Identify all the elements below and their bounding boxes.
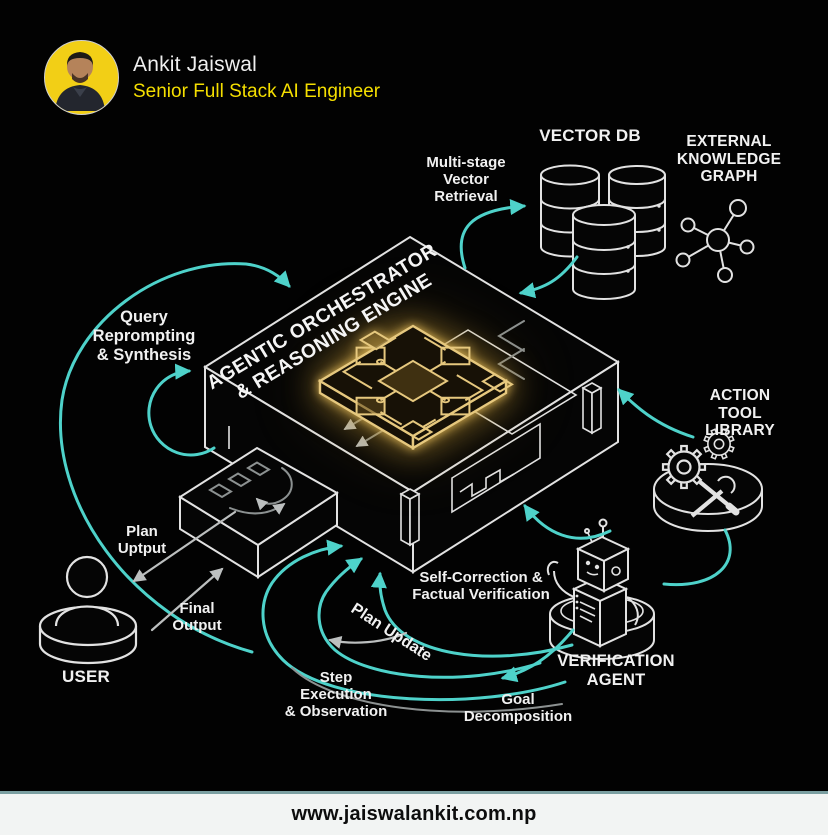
step-execution-label: Step Execution & Observation [284,669,388,721]
multi-stage-label: Multi-stage Vector Retrieval [426,154,506,206]
verification-agent-label: VERIFICATION AGENT [557,652,675,689]
plan-uptput-label: Plan Uptput [117,523,167,558]
arrow-self-correction [370,571,574,658]
arrow-query-reprompt-loop [59,262,291,654]
arrow-final-output [150,567,224,632]
slot-pillar-icon [399,488,421,547]
arrow-db-to-engine [518,255,579,299]
avatar [44,40,119,115]
vector-db-label: VECTOR DB [539,126,641,145]
knowledge-graph-icon [675,199,755,283]
self-correction-label: Self-Correction & Factual Verification [412,569,550,604]
reasoning-chip-icon [317,324,526,451]
author-meta: Ankit Jaiswal Senior Full Stack AI Engin… [133,53,380,103]
arrow-agent-to-engine [523,504,612,540]
author-role: Senior Full Stack AI Engineer [133,80,381,102]
workflow-box-icon [178,426,339,579]
arrow-multi-stage-retrieval [459,198,527,270]
arrow-loop-outer [261,539,567,702]
io-arrows [132,510,563,713]
footer-bar: www.jaiswalankit.com.np [0,791,828,835]
query-reprompt-label: Query Reprompting & Synthesis [92,308,196,364]
goal-decomposition-label: Goal Decomposition [463,691,573,726]
arrow-step-execution [328,631,408,649]
arrow-plan-output [132,510,237,583]
avatar-person-icon [55,52,105,111]
slot-pillar-icon [581,382,603,435]
wrench-screwdriver-icon [690,475,740,518]
final-output-label: Final Output [172,600,222,635]
website-url: www.jaiswalankit.com.np [291,803,537,825]
author-header: Ankit Jaiswal Senior Full Stack AI Engin… [44,40,380,115]
arrow-synthesis-circle [147,363,216,457]
robot-icon [546,518,655,660]
author-name: Ankit Jaiswal [133,52,257,76]
action-tool-label: ACTION TOOL LIBRARY [705,387,775,440]
curve-tool-to-agent [662,528,732,587]
external-kg-label: EXTERNAL KNOWLEDGE GRAPH [676,133,782,186]
arrow-tool-to-engine [617,388,695,439]
curve-observation [291,667,563,713]
gears-and-tools-icon [653,428,763,532]
vector-db-icon [540,164,666,300]
user-label: USER [61,667,111,686]
user-icon [38,555,138,665]
